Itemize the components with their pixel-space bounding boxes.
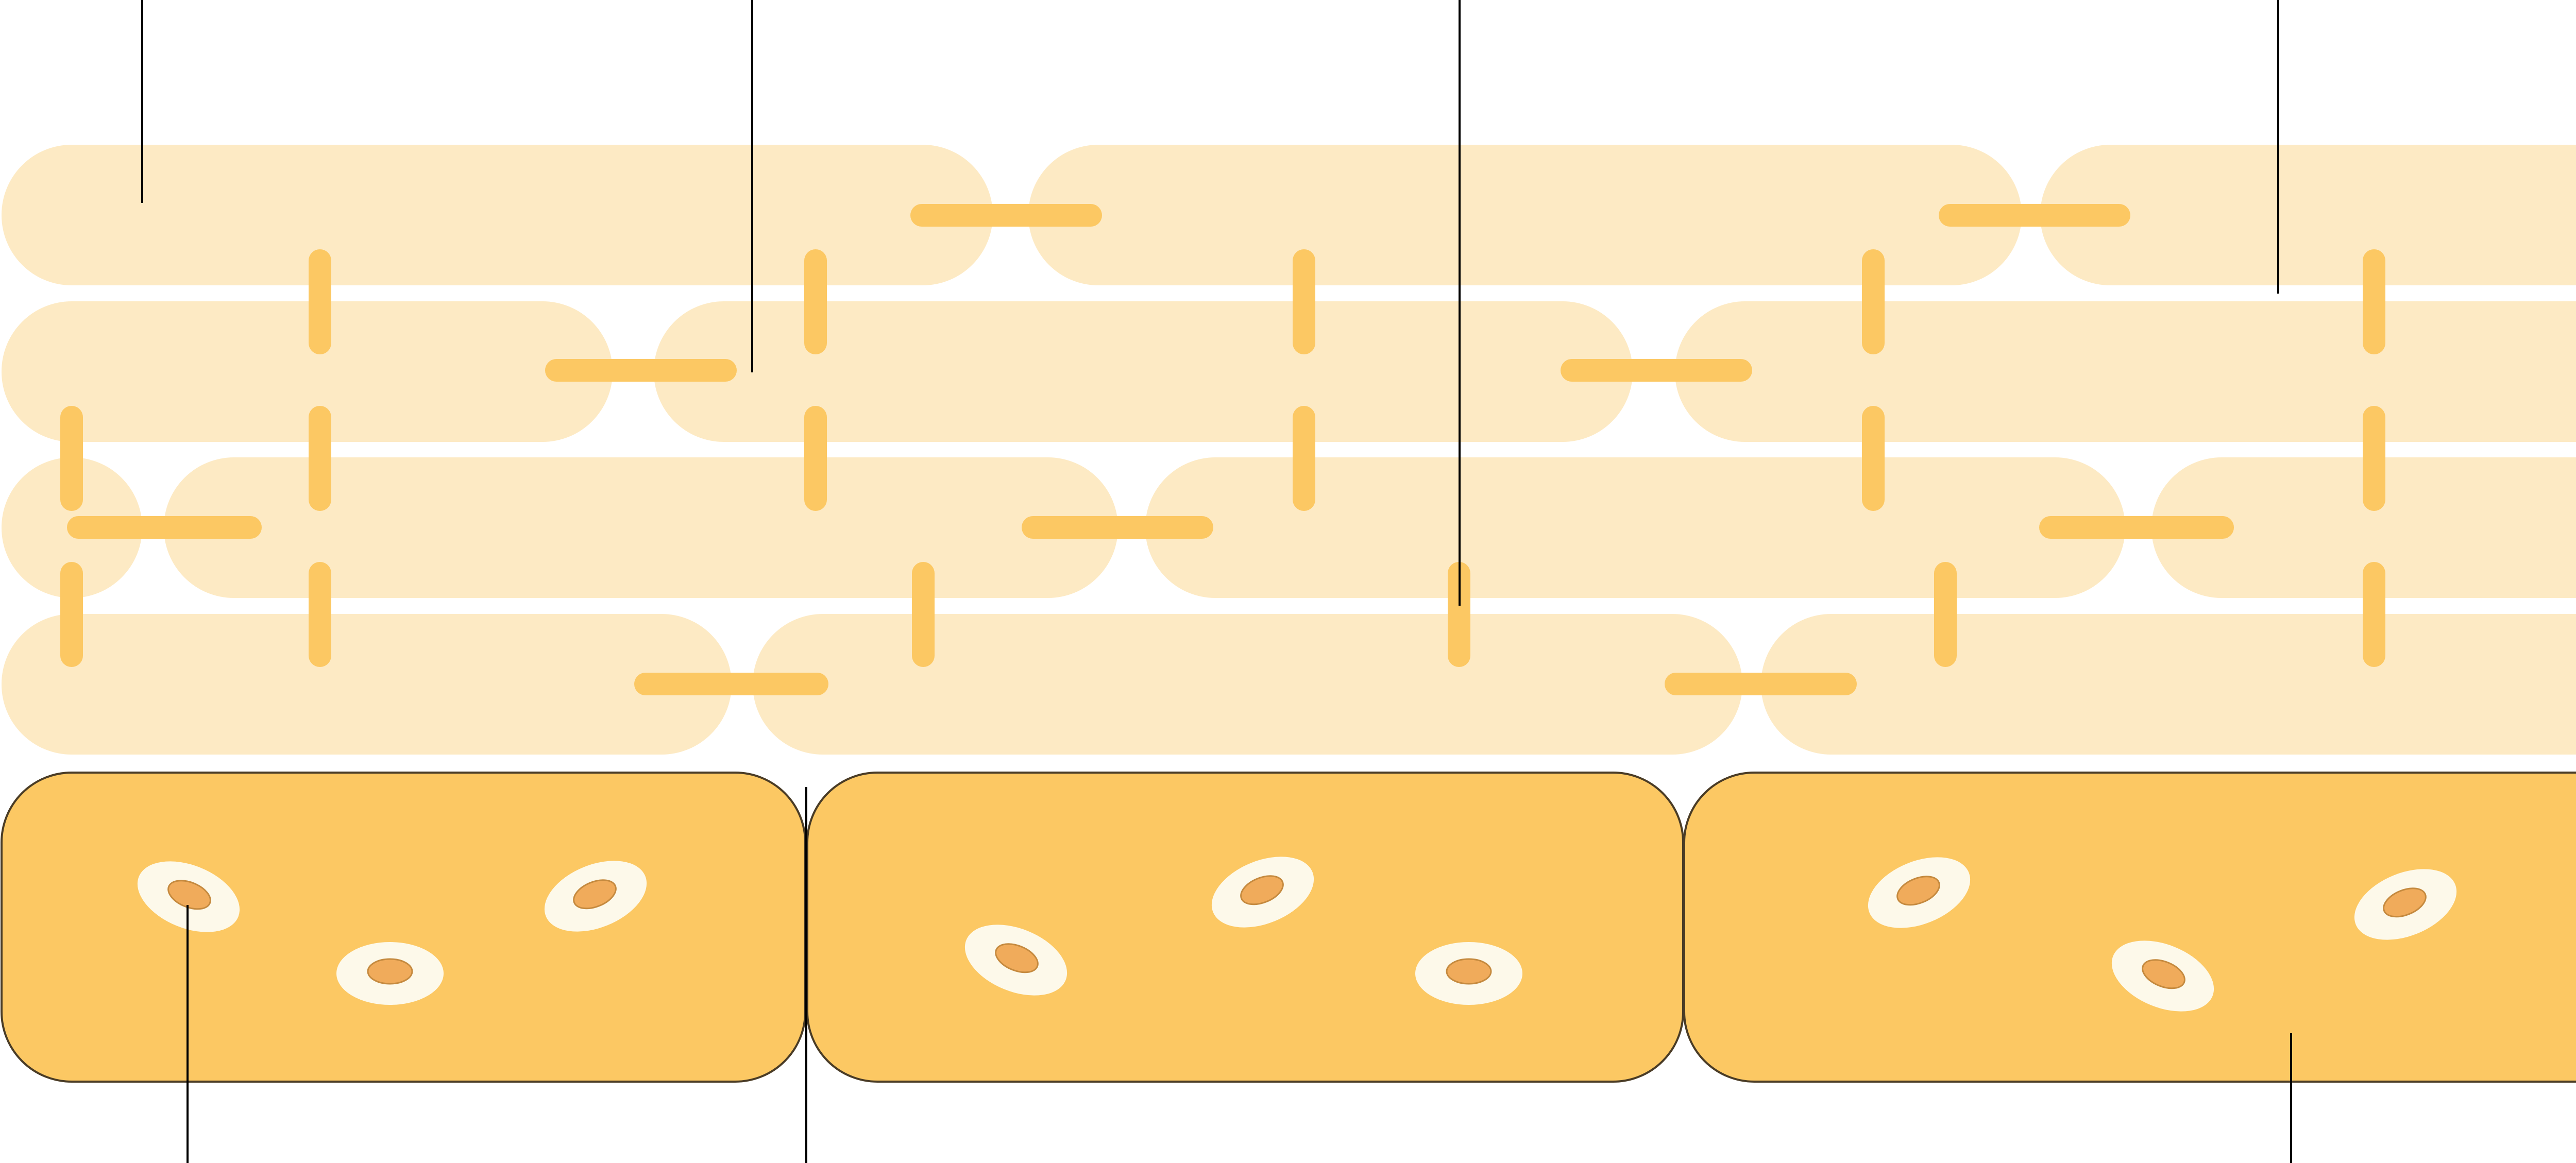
cross-junction [2363,562,2385,667]
overlap-junction [2039,516,2234,539]
cell [1,772,806,1083]
fiber [654,301,1633,442]
fiber [1761,614,2576,755]
fiber [2151,457,2576,598]
overlap-junction [1939,204,2130,227]
cross-junction [60,406,83,511]
cross-junction [1862,406,1885,511]
overlap-junction [1561,359,1752,382]
cross-junction [1862,249,1885,354]
fiber [2,145,993,285]
fiber [1675,301,2576,442]
fiber-row-4 [2,614,2576,755]
fiber-row-1 [2,145,2576,285]
fiber-row-3 [2,457,2576,598]
cross-junction [60,562,83,667]
cross-junction [2363,249,2385,354]
leader-lines [141,0,2292,1163]
cross-junction [804,406,827,511]
cross-junction [804,249,827,354]
fiber [2,614,732,755]
fiber [2040,145,2576,285]
cell-layer [1,772,2576,1083]
cross-junction [1448,562,1470,667]
fiber [1028,145,2022,285]
fiber-layer [2,145,2576,755]
fiber-row-2 [2,301,2576,442]
overlap-junction [545,359,737,382]
overlap-junction [1022,516,1213,539]
fiber [164,457,1118,598]
vesicle [1414,941,1523,1006]
fiber [2,301,613,442]
overlap-junction [910,204,1102,227]
cross-junction [309,249,331,354]
cell [1683,772,2576,1083]
cross-junction [2363,406,2385,511]
cross-junction [309,562,331,667]
cross-junction [1293,406,1315,511]
junction-layer [60,204,2385,695]
vesicle [335,941,445,1006]
fiber [753,614,1742,755]
fiber [1145,457,2125,598]
cross-junction [1293,249,1315,354]
cross-junction [1934,562,1957,667]
overlap-junction [1665,673,1857,695]
overlap-junction [67,516,262,539]
cross-junction [309,406,331,511]
cross-junction [912,562,935,667]
overlap-junction [634,673,828,695]
